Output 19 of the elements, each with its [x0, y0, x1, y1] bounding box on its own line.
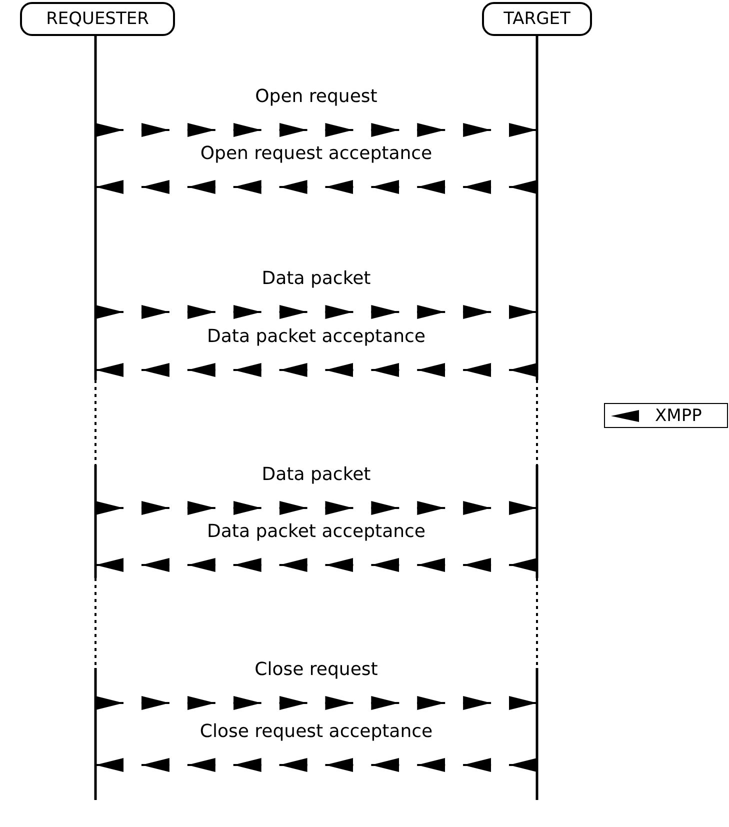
message-arrow: [96, 558, 537, 572]
message-arrow: [96, 123, 537, 137]
message-arrow: [96, 305, 537, 319]
legend-label: XMPP: [655, 406, 702, 426]
lifeline: [536, 36, 538, 800]
participant-box: [20, 2, 175, 36]
message-label: Open request: [253, 86, 380, 107]
message-arrow: [96, 696, 537, 710]
message-label: Open request acceptance: [198, 143, 434, 164]
participant-box: [482, 2, 592, 36]
message-label: Close request acceptance: [198, 721, 435, 742]
message-arrow: [96, 180, 537, 194]
message-arrow: [96, 501, 537, 515]
lifeline: [94, 36, 97, 800]
participant-name: TARGET: [504, 9, 570, 29]
message-arrow: [96, 363, 537, 377]
participant-name: REQUESTER: [46, 9, 149, 29]
message-label: Close request: [252, 659, 380, 680]
message-arrow: [96, 758, 537, 772]
